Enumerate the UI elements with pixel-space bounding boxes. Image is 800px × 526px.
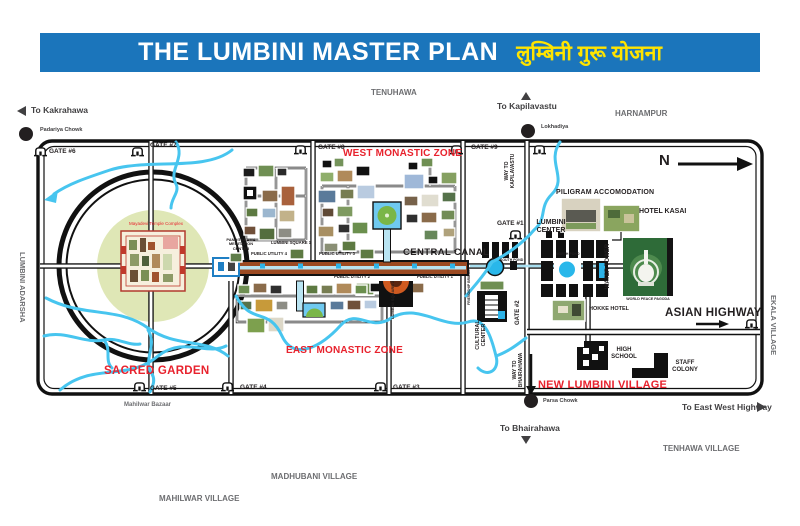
chowk-label-lokhadiya: Lokhadiya: [541, 124, 569, 130]
mayadevi-inset-plan: [120, 230, 186, 292]
gate-icon: [221, 382, 234, 392]
gate-label-5: GATE #5: [150, 385, 177, 392]
gate-label-7: GATE #7: [150, 142, 177, 149]
west-monastic-thumbnails: [229, 157, 458, 296]
gate-label-4: GATE #4: [240, 384, 267, 391]
gate-icon: [509, 230, 522, 240]
north-arrow-icon: [678, 157, 753, 171]
mayadevi-label: Mayadevi Temple Complex: [129, 221, 183, 226]
direction-to-east-west-highway: To East West Highway: [682, 402, 772, 412]
world-peace-pagoda-label: WORLD PEACE PAGODA: [626, 297, 670, 301]
chowk-dot: [521, 124, 535, 138]
south-pond-label: SOUTH POND: [500, 258, 524, 262]
village-label-mahilwar: MAHILWAR VILLAGE: [159, 494, 240, 503]
gate-icon: [131, 147, 144, 157]
gate1-cluster: [482, 242, 518, 270]
staff-colony-building: [632, 353, 668, 378]
way-to-kapilavastu-label: WAY TO KAPILAVASTU: [504, 153, 516, 189]
village-label-madhubani: MADHUBANI VILLAGE: [271, 472, 358, 481]
zone-label-new-lumbini-village: NEW LUMBINI VILLAGE: [538, 379, 668, 391]
village-label-ekala: EKALA VILLAGE: [769, 295, 778, 356]
gate-icon: [533, 145, 546, 155]
world-peace-pagoda-image: [623, 238, 673, 296]
water-tower-label: WATER TOWER: [605, 243, 611, 289]
public-utility4-label: PUBLIC UTILITY 4: [251, 251, 287, 256]
north-label: N: [659, 152, 670, 169]
direction-to-kapilavastu: To Kapilavastu: [497, 101, 557, 111]
zone-label-east-monastic: EAST MONASTIC ZONE: [286, 345, 403, 356]
pilgrim-accommodation-image: [560, 197, 602, 233]
gate-label-1: GATE #1: [497, 220, 524, 227]
east-monastic-thumbnails: [237, 282, 383, 334]
gate-icon: [374, 382, 387, 392]
public-utility2-label: PUBLIC UTILITY 2: [334, 274, 370, 279]
gate-icon: [34, 147, 47, 157]
direction-triangle-icon: [17, 106, 26, 116]
gate-label-2: GATE #2: [515, 300, 521, 325]
village-label-lumbini-adarsha: LUMBINI ADARSHA: [18, 252, 27, 323]
amphitheater: [379, 281, 413, 307]
chowk-label-padariya: Padariya Chowk: [40, 127, 83, 133]
page-title-nepali: लुम्बिनी गुरू योजना: [516, 41, 662, 65]
north-pond-label: NORTH POND: [556, 252, 580, 256]
direction-triangle-icon: [521, 436, 531, 444]
zone-label-sacred-garden: SACRED GARDEN: [104, 365, 210, 377]
central-canal-label: CENTRAL CANAL: [403, 247, 490, 258]
chowk-label-parsa: Parsa Chowk: [543, 398, 578, 404]
hotel-kasai-image: [602, 204, 641, 233]
gate-icon: [133, 382, 146, 392]
lumbini-square2-label: LUMBINI SQUARE 2: [390, 280, 395, 319]
title-banner: THE LUMBINI MASTER PLAN लुम्बिनी गुरू यो…: [40, 33, 760, 72]
gate-label-9: GATE #9: [471, 144, 498, 151]
direction-to-bhairahawa: To Bhairahawa: [500, 423, 560, 433]
lumbini-square1-label: LUMBINI SQUARE 1: [271, 240, 312, 245]
asian-highway-label: ASIAN HIGHWAY: [665, 307, 762, 319]
public-utility1-label: PUBLIC UTILITY 1: [417, 274, 453, 279]
cultural-center-label: CULTURAL CENTER: [475, 320, 488, 350]
bazaar-label-mahilwar: Mahilwar Bazaar: [124, 402, 172, 408]
high-school-building: [577, 341, 608, 370]
gate-label-6: GATE #6: [49, 148, 76, 155]
village-label-harnampur: HARNAMPUR: [615, 109, 668, 118]
zone-label-west-monastic: WEST MONASTIC ZONE: [343, 148, 463, 159]
chowk-dot: [524, 394, 538, 408]
chowk-dot: [19, 127, 33, 141]
high-school-label: HIGH SCHOOL: [611, 347, 637, 360]
lumbini-center-label: LUMBINI CENTER: [536, 219, 566, 234]
hokke-hotel-image: [551, 299, 586, 322]
gate-label-8: GATE #8: [318, 144, 345, 151]
public-utility3-label: PUBLIC UTILITY 3: [319, 251, 355, 256]
hokke-hotel-label: HOKKE HOTEL: [589, 306, 630, 312]
page-title: THE LUMBINI MASTER PLAN: [138, 38, 499, 66]
gate-icon: [745, 319, 758, 329]
direction-to-kakrahawa: To Kakrahawa: [31, 105, 89, 115]
friendship-bridge-label: FRIENDSHIP BRIDGE: [467, 269, 471, 305]
gate-label-3: GATE #3: [393, 384, 420, 391]
direction-triangle-icon: [757, 402, 766, 412]
north-pond: [559, 261, 575, 278]
hotel-kasai-label: HOTEL KASAI: [639, 208, 687, 215]
staff-colony-label: STAFF COLONY: [672, 360, 698, 373]
bhairahawa-arrow-icon: [526, 354, 536, 395]
lumbini-center-buildings: [541, 231, 608, 297]
direction-triangle-icon: [521, 92, 531, 100]
panditarama-label: PANDITARAMA MEDITATION CENTER: [226, 237, 256, 251]
village-label-tenhawa: TENHAWA VILLAGE: [663, 444, 740, 453]
pilgrim-accommodation-label: PILIGRAM ACCOMODATION: [556, 189, 655, 196]
gate-icon: [294, 145, 307, 155]
river-arrow: [44, 190, 58, 203]
cultural-center-building: [477, 280, 507, 322]
asian-highway-arrow-icon: [696, 320, 729, 328]
village-label-tenuhawa: TENUHAWA: [371, 88, 417, 97]
rivers: [42, 140, 562, 394]
way-to-bhairahawa-label: WAY TO BHAIRAHAWA: [512, 352, 524, 388]
